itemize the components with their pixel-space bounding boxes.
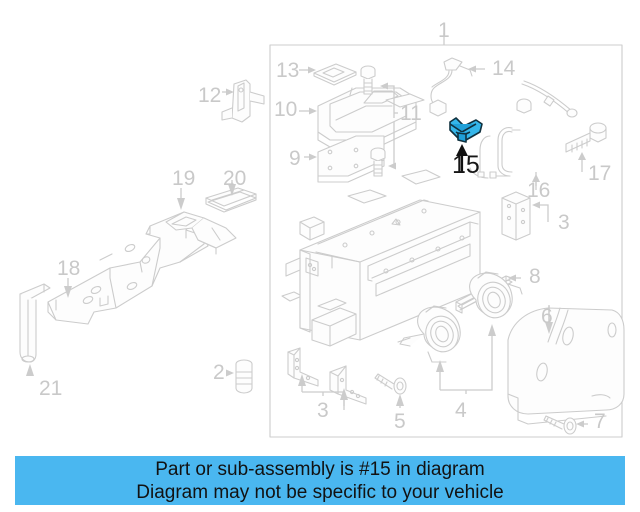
callout-label-12: 12: [198, 84, 222, 107]
callout-label-5: 5: [394, 410, 406, 433]
callout-label-14: 14: [492, 57, 516, 80]
part-3-bracket-center-lower: [329, 365, 367, 405]
part-11-bolt-lower: [370, 147, 386, 177]
callout-label-21: 21: [39, 377, 63, 400]
leader-20: [228, 180, 236, 196]
part-20-retainer-strip: [205, 187, 257, 213]
part-17-flange-bolt: [565, 122, 607, 153]
exploded-parts-diagram: .ln{fill:none;stroke:#cccccc;stroke-widt…: [19, 33, 625, 438]
part-3-bracket-right: [501, 191, 531, 241]
part-14-wire-harness-connector: [429, 57, 473, 117]
part-plate-small-d: [281, 291, 303, 302]
leader-4: [436, 324, 496, 394]
callout-label-19: 19: [172, 167, 196, 190]
part-7-bolt: [543, 415, 577, 435]
part-wire-rod-top-right: [521, 80, 578, 118]
part-4-blower-fan-rear: [469, 271, 523, 319]
part-11-bolt-upper: [360, 65, 376, 95]
leader-21: [26, 364, 34, 376]
part-21-edge-seal-strip: [19, 283, 51, 363]
part-small-box: [299, 216, 325, 241]
leader-12: [222, 88, 234, 96]
callout-label-18: 18: [57, 257, 81, 280]
part-round-cap: [516, 98, 532, 114]
leader-3-bottom: [298, 374, 348, 410]
part-6-air-duct-cover: [507, 307, 625, 425]
banner-line-2: Diagram may not be specific to your vehi…: [136, 481, 504, 503]
leader-2: [226, 369, 234, 377]
part-plate-small-c: [401, 169, 441, 185]
part-5-screw: [374, 373, 407, 395]
callout-label-7: 7: [594, 410, 606, 433]
leader-3-right: [532, 201, 549, 222]
callout-label-4: 4: [455, 399, 467, 422]
leader-16: [532, 172, 540, 190]
callout-label-17: 17: [588, 162, 612, 185]
part-13-cover-plate: [313, 63, 357, 86]
callout-label-3-bottom: 3: [317, 399, 329, 422]
part-plate-small-b: [347, 189, 387, 204]
callout-label-2: 2: [213, 361, 225, 384]
assembly-boundary-box: [269, 44, 623, 438]
callout-label-1: 1: [438, 19, 450, 42]
leader-5: [396, 394, 404, 408]
callout-label-15: 15: [452, 151, 480, 179]
leader-14: [468, 65, 485, 73]
callout-label-10: 10: [274, 98, 298, 121]
leader-11: [380, 82, 398, 170]
part-4-blower-fan-front: [397, 305, 461, 363]
leader-18: [64, 278, 72, 298]
part-19-strap-clamp: [165, 211, 237, 255]
part-plate-small-a: [385, 93, 425, 108]
callout-label-20: 20: [223, 167, 247, 190]
banner-line-1: Part or sub-assembly is #15 in diagram: [155, 458, 485, 480]
callout-label-13: 13: [276, 59, 300, 82]
leader-7: [576, 420, 588, 428]
part-9-control-module-plate: [317, 135, 385, 183]
callout-label-8: 8: [529, 265, 541, 288]
leader-15-arrow: [456, 144, 468, 172]
callout-label-3-right: 3: [558, 211, 570, 234]
part-16-cable-hose: [469, 127, 521, 179]
callout-label-6: 6: [541, 305, 553, 328]
part-2-grommet-plug: [235, 359, 253, 394]
leader-9: [304, 153, 317, 161]
disclaimer-banner: Part or sub-assembly is #15 in diagram D…: [15, 456, 625, 505]
leader-19: [177, 188, 185, 210]
part-15-v-shaped-mount-bracket: [449, 117, 483, 143]
part-battery-pack-assembly: [285, 199, 481, 347]
callout-label-9: 9: [289, 147, 301, 170]
part-3-bracket-left-lower: [287, 347, 319, 387]
leader-17: [578, 152, 586, 172]
leader-13: [299, 66, 316, 74]
leader-10: [299, 107, 317, 115]
leader-8: [508, 274, 521, 282]
part-12-side-bracket: [221, 79, 265, 123]
callout-label-11: 11: [400, 102, 422, 125]
callout-label-16: 16: [527, 179, 551, 202]
leader-6: [545, 305, 553, 334]
